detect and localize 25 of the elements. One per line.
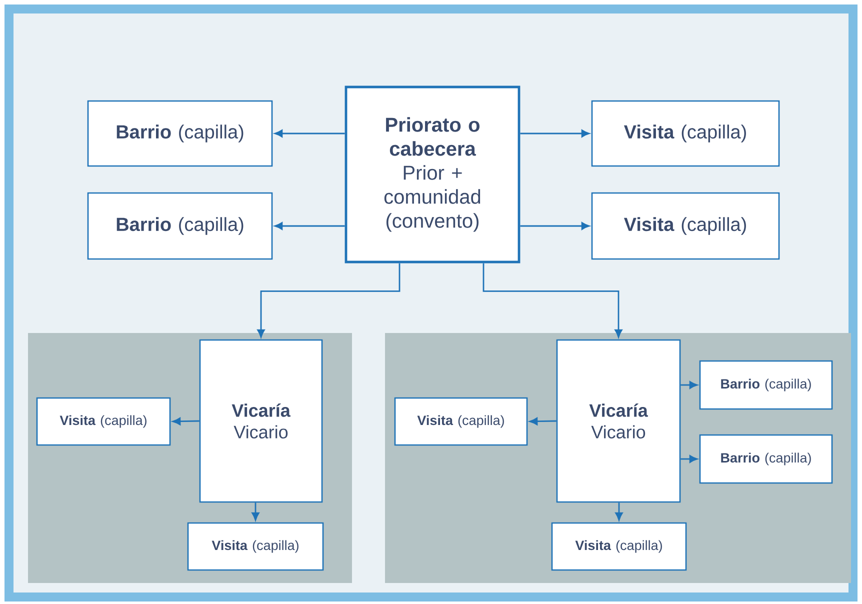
chapel-box: Barrio (capilla) — [699, 360, 833, 410]
arrow — [615, 502, 623, 521]
chapel-box: Visita (capilla) — [591, 100, 780, 167]
chapel-box: Barrio (capilla) — [87, 192, 273, 260]
priorate-box: Priorato o cabecera Prior + comunidad (convento) — [344, 86, 520, 264]
chapel-box: Visita (capilla) — [551, 522, 687, 571]
chapel-box: Barrio (capilla) — [87, 100, 273, 167]
arrow — [172, 417, 200, 426]
arrow — [680, 455, 698, 463]
arrow — [680, 381, 698, 389]
arrow — [257, 263, 400, 338]
arrow — [520, 130, 590, 138]
arrow — [274, 222, 345, 230]
arrow — [529, 417, 556, 426]
vicaria-box: Vicaría Vicario — [556, 339, 681, 503]
chapel-box: Visita (capilla) — [591, 192, 780, 260]
chapel-box: Visita (capilla) — [394, 397, 528, 446]
arrow — [252, 502, 260, 521]
chapel-box: Visita (capilla) — [36, 397, 171, 446]
chapel-box: Barrio (capilla) — [699, 434, 833, 484]
arrow — [520, 222, 590, 230]
arrow — [274, 130, 345, 138]
vicaria-box: Vicaría Vicario — [199, 339, 323, 503]
arrow — [482, 263, 622, 338]
chapel-box: Visita (capilla) — [187, 522, 324, 571]
